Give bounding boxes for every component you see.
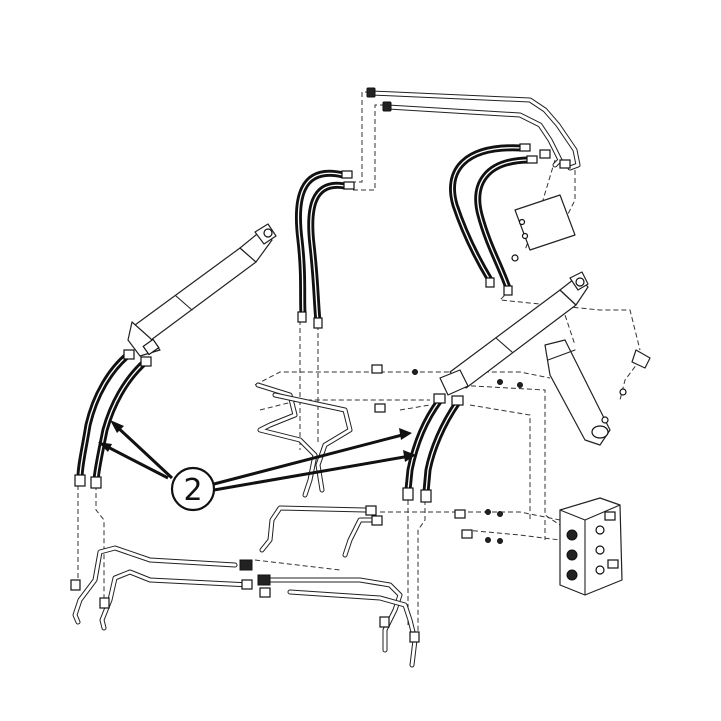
callout-leaders [98, 420, 416, 492]
tube-nut-fitting [539, 149, 551, 159]
tube-nut-fitting [559, 159, 571, 169]
tube-fitting [461, 529, 473, 539]
hose-fitting [420, 489, 432, 503]
hose-fitting [485, 277, 495, 288]
right-hose-pair [402, 393, 464, 503]
tube-fitting [365, 505, 377, 516]
hose-fitting [519, 143, 531, 152]
top-steel-tubes [366, 87, 581, 171]
curved-arm-part [544, 339, 651, 446]
hose-fitting [123, 349, 135, 360]
hose-fitting [402, 487, 414, 501]
left-hose-pair [74, 349, 152, 489]
tube-fitting [371, 515, 383, 526]
pin-fitting [631, 349, 651, 369]
hose-fitting [343, 181, 355, 190]
control-valve-block [559, 497, 623, 596]
tube-fitting [259, 587, 271, 598]
right-hydraulic-cylinder [439, 271, 589, 396]
tube-end-fitting [366, 87, 376, 98]
hose-fitting [313, 317, 323, 329]
tube-fitting [239, 559, 253, 571]
hose-fitting [503, 285, 513, 296]
bolt-icon [511, 254, 519, 262]
tube-fitting [374, 403, 386, 413]
tube-end-fitting [382, 101, 392, 112]
tube-fitting [70, 579, 81, 591]
tube-fitting [379, 616, 390, 628]
tube-fitting [241, 579, 253, 590]
hose-fitting [341, 170, 353, 179]
hose-fitting [74, 474, 86, 487]
hose-fitting [140, 356, 152, 367]
lower-tube-assembly [70, 505, 503, 668]
hose-fitting [451, 395, 464, 406]
bracket-plate [511, 194, 576, 262]
callout-number: 2 [183, 473, 202, 508]
tube-fitting [371, 364, 383, 374]
left-hydraulic-cylinder [127, 223, 277, 357]
hose-fitting [526, 155, 538, 164]
hose-fitting [433, 393, 446, 404]
upper-right-hose-pair [449, 143, 538, 296]
tube-fitting [257, 574, 271, 586]
callout-2: 2 [170, 466, 216, 512]
tube-fitting [99, 597, 110, 609]
hose-fitting [297, 311, 307, 323]
center-hose-pair [294, 169, 355, 329]
hose-fitting [90, 476, 102, 489]
tube-fitting [409, 631, 420, 643]
tube-fitting [454, 509, 466, 519]
callout-circle [170, 466, 216, 512]
